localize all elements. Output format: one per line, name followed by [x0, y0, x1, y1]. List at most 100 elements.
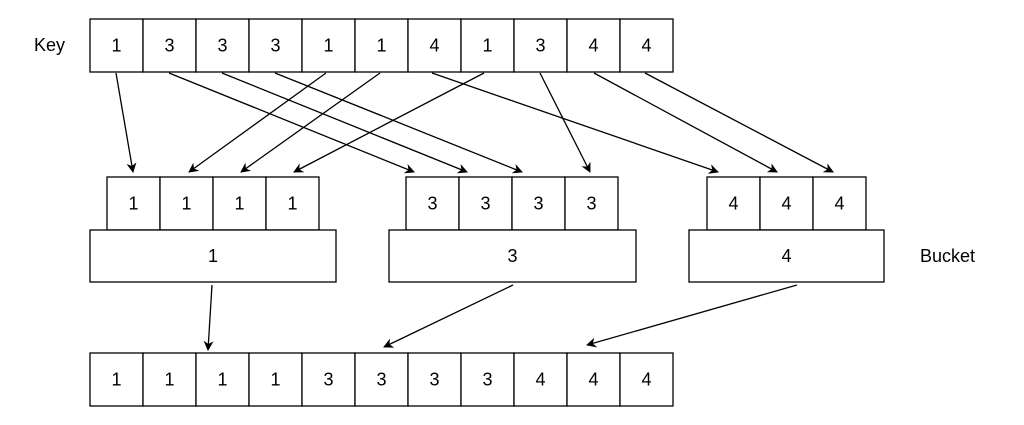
output-cell: 1	[248, 352, 303, 407]
bucket-1-item-box	[265, 176, 320, 231]
key-cell: 1	[89, 18, 144, 73]
bucket-1-box-box	[89, 229, 337, 283]
key-cell: 4	[407, 18, 462, 73]
bucket-3-item-value: 3	[586, 194, 596, 214]
output-cell-value: 4	[535, 370, 545, 390]
key-cell: 3	[513, 18, 568, 73]
output-cell-value: 4	[588, 370, 598, 390]
bucket-4-item: 4	[706, 176, 761, 231]
arrow	[586, 284, 798, 348]
bucket-1-item-value: 1	[287, 194, 297, 214]
output-cell-box	[301, 352, 356, 407]
output-cell: 3	[460, 352, 515, 407]
key-cell-box	[407, 18, 462, 73]
bucket-4-item-value: 4	[728, 194, 738, 214]
bucket-3-item-value: 3	[480, 194, 490, 214]
arrow	[431, 72, 719, 174]
bucket-1-box-value: 1	[208, 246, 218, 266]
key-cell-value: 4	[429, 36, 439, 56]
key-cell-value: 1	[323, 36, 333, 56]
arrow	[644, 72, 834, 173]
output-cell-box	[619, 352, 674, 407]
output-cell-box	[407, 352, 462, 407]
bucket-3-item: 3	[511, 176, 566, 231]
bucket-4-item-value: 4	[781, 194, 791, 214]
key-cell-value: 4	[641, 36, 651, 56]
key-cell: 3	[248, 18, 303, 73]
output-cell-value: 3	[482, 370, 492, 390]
bucket-3-box: 3	[388, 229, 637, 283]
bucket-4-box: 4	[688, 229, 885, 283]
bucket-3-box-value: 3	[507, 246, 517, 266]
arrow	[593, 72, 778, 173]
bucket-4-box-box	[688, 229, 885, 283]
output-cell-box	[89, 352, 144, 407]
bucket-1-item-value: 1	[128, 194, 138, 214]
bucket-3-item-value: 3	[427, 194, 437, 214]
output-cell-value: 3	[429, 370, 439, 390]
key-cell: 4	[619, 18, 674, 73]
key-cell-value: 3	[535, 36, 545, 56]
bucket-3-box-box	[388, 229, 637, 283]
output-cell-value: 3	[323, 370, 333, 390]
output-cell-box	[248, 352, 303, 407]
key-cell: 1	[301, 18, 356, 73]
key-cell-value: 1	[111, 36, 121, 56]
output-cell: 4	[619, 352, 674, 407]
bucket-1-item-value: 1	[234, 194, 244, 214]
output-cell: 1	[142, 352, 197, 407]
key-cell: 4	[566, 18, 621, 73]
bucket-label: Bucket	[920, 246, 975, 266]
arrows	[115, 72, 834, 351]
output-cell: 4	[566, 352, 621, 407]
key-cell-value: 1	[482, 36, 492, 56]
arrow	[539, 72, 591, 173]
key-cell: 3	[142, 18, 197, 73]
key-cell-box	[460, 18, 515, 73]
output-cell: 3	[407, 352, 462, 407]
key-cell-value: 3	[270, 36, 280, 56]
bucket-4-item: 4	[812, 176, 867, 231]
key-cell: 1	[460, 18, 515, 73]
key-cell: 1	[354, 18, 409, 73]
arrow	[293, 72, 485, 173]
key-cell-value: 3	[217, 36, 227, 56]
output-cell: 3	[301, 352, 356, 407]
output-cell-box	[142, 352, 197, 407]
key-cell-box	[619, 18, 674, 73]
key-row: 1 3 3 3 1 1 4 1 3 4 4	[89, 18, 674, 73]
key-cell: 3	[195, 18, 250, 73]
output-cell-value: 1	[217, 370, 227, 390]
bucket-1-item: 1	[212, 176, 267, 231]
output-cell: 4	[513, 352, 568, 407]
output-cell-value: 1	[111, 370, 121, 390]
output-cell: 1	[195, 352, 250, 407]
output-cell-value: 4	[641, 370, 651, 390]
bucket-3-item: 3	[564, 176, 619, 231]
key-label: Key	[34, 35, 65, 55]
key-cell-value: 1	[376, 36, 386, 56]
bucket-1-item: 1	[265, 176, 320, 231]
bucket-1-item: 1	[159, 176, 214, 231]
arrow	[274, 72, 523, 174]
bucket-3-item: 3	[405, 176, 460, 231]
bucket-1-item-value: 1	[181, 194, 191, 214]
key-cell-value: 3	[164, 36, 174, 56]
output-cell-value: 1	[164, 370, 174, 390]
bucket-4-item-box	[812, 176, 867, 231]
output-cell-box	[460, 352, 515, 407]
arrow	[168, 72, 415, 174]
key-cell-value: 4	[588, 36, 598, 56]
bucket-1-item: 1	[106, 176, 161, 231]
output-cell-box	[566, 352, 621, 407]
key-cell-box	[566, 18, 621, 73]
arrow	[203, 284, 214, 351]
arrow	[188, 72, 327, 173]
output-cell-value: 3	[376, 370, 386, 390]
output-cell: 3	[354, 352, 409, 407]
bucket-3-item: 3	[458, 176, 513, 231]
arrow	[115, 72, 137, 173]
